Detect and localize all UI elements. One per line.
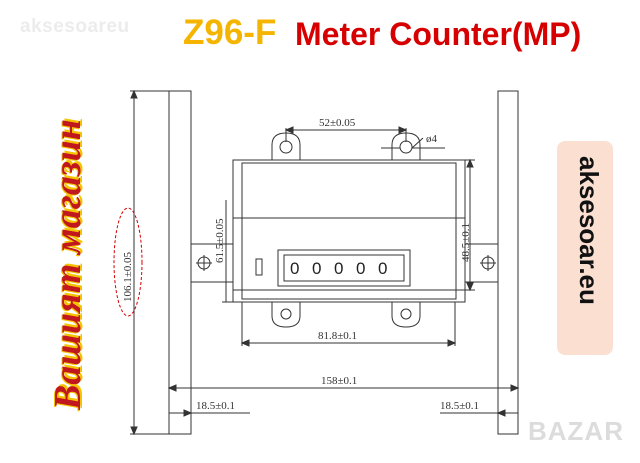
highlight-ellipse [113, 207, 143, 317]
bottom-left-hole-icon [280, 308, 292, 320]
product-title: Meter Counter(MP) [295, 16, 582, 52]
dim-window-height: 48.5±0.1 [460, 223, 472, 262]
counter-inner [241, 162, 457, 300]
right-rail [497, 90, 519, 435]
dim-hole-spacing: 52±0.05 [319, 117, 356, 129]
top-right-hole-icon [399, 140, 413, 154]
dim-left-bracket: 18.5±0.1 [196, 400, 235, 412]
digit-3: 0 [334, 259, 343, 278]
left-rail [168, 90, 192, 435]
dim-total-width: 158±0.1 [321, 375, 357, 387]
digit-window-inner [283, 254, 405, 282]
reset-slot [255, 258, 263, 276]
model-title: Z96-F [183, 13, 277, 52]
dim-mount-spacing: 81.8±0.1 [318, 330, 357, 342]
dim-total-height: 106.1±0.05 [122, 251, 134, 302]
dim-hole-diameter: ø4 [426, 133, 438, 145]
bottom-right-hole-icon [400, 308, 412, 320]
digit-5: 0 [378, 259, 387, 278]
dim-right-bracket: 18.5±0.1 [440, 400, 479, 412]
digit-window [277, 249, 411, 287]
digit-1: 0 [290, 259, 299, 278]
site-panel [557, 141, 613, 355]
digit-2: 0 [312, 259, 321, 278]
digit-4: 0 [356, 259, 365, 278]
top-left-hole-icon [279, 140, 293, 154]
bottom-left-ear [271, 302, 301, 328]
watermark-bottom: BAZAR [528, 416, 624, 446]
dim-body-height: 61.5±0.05 [214, 218, 226, 263]
watermark-top: aksesoareu [20, 16, 130, 37]
bottom-right-ear [391, 302, 421, 328]
counter-body [232, 159, 466, 303]
